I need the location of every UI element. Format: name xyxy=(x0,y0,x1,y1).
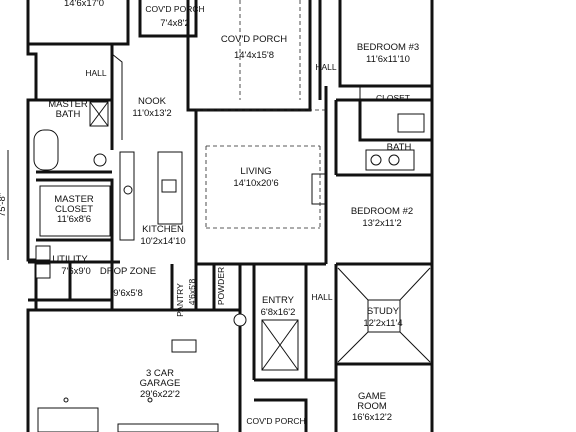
room-dims: 12'2x11'4 xyxy=(363,318,402,329)
room-name: BEDROOM #3 xyxy=(357,42,419,53)
room-dims: 7'4x8'2 xyxy=(160,18,190,29)
kitchen-sink-icon xyxy=(161,179,177,193)
sink-icon xyxy=(370,154,382,166)
interior-details xyxy=(7,53,433,432)
room-dims: 13'2x11'2 xyxy=(362,218,401,229)
dryer-icon xyxy=(35,263,51,279)
washer-icon xyxy=(35,245,51,261)
room-dims: 11'6x8'6 xyxy=(57,214,91,225)
room-dims: 16'6x12'2 xyxy=(352,412,392,423)
room-name: COV'D PORCH xyxy=(145,4,204,14)
room-name: BATH xyxy=(387,142,412,153)
room-name: DROP ZONE xyxy=(100,266,156,277)
room-name: GAME xyxy=(358,391,386,402)
ceiling-lines xyxy=(196,0,326,229)
bathtub-icon xyxy=(397,113,425,133)
room-dims: 11'6x11'10 xyxy=(366,54,410,65)
overall-dimension: 75'-8" xyxy=(0,193,8,217)
room-name: COV'D PORCH xyxy=(221,34,287,45)
room-name: HALL xyxy=(85,68,107,78)
room-name: ROOM xyxy=(357,401,387,412)
fireplace-icon xyxy=(311,173,327,205)
room-name: HALL xyxy=(315,62,337,72)
room-dims: 29'6x22'2 xyxy=(140,389,180,400)
room-name: PANTRY xyxy=(175,283,185,317)
bathtub-icon xyxy=(33,129,59,171)
room-dims: 14'10x20'6 xyxy=(233,178,278,189)
room-name: NOOK xyxy=(138,96,167,107)
room-name: COV'D PORCH xyxy=(246,416,305,426)
room-name: HALL xyxy=(311,292,333,302)
room-dims: 9'6x5'8 xyxy=(113,288,143,299)
room-name: 3 CAR xyxy=(146,368,174,379)
stove-icon xyxy=(123,185,133,195)
room-name: BATH xyxy=(56,109,81,120)
room-name: BEDROOM #2 xyxy=(351,206,413,217)
room-dims: 7'6x9'0 xyxy=(61,266,91,277)
room-name: MASTER xyxy=(48,99,88,110)
room-name: KITCHEN xyxy=(142,224,184,235)
sink-icon xyxy=(388,154,400,166)
room-name: LIVING xyxy=(240,166,271,177)
light-fixture-icon xyxy=(233,313,247,327)
room-name: STUDY xyxy=(367,306,400,317)
room-dims: 4'6x5'8 xyxy=(187,279,197,306)
room-name: MASTER xyxy=(54,194,94,205)
room-name: CLOSET xyxy=(376,93,410,103)
room-labels: 14'6x17'0 COV'D PORCH 7'4x8'2 COV'D PORC… xyxy=(0,0,419,426)
room-name: CLOSET xyxy=(55,204,93,215)
room-dims: 14'4x15'8 xyxy=(234,50,274,61)
room-name: POWDER xyxy=(216,267,226,305)
room-name: UTILITY xyxy=(52,254,88,265)
room-dims: 10'2x14'10 xyxy=(140,236,185,247)
sink-icon xyxy=(93,153,107,167)
room-name: ENTRY xyxy=(262,295,295,306)
room-dims: 6'8x16'2 xyxy=(261,307,296,318)
room-dims: 14'6x17'0 xyxy=(64,0,104,9)
room-name: GARAGE xyxy=(140,378,181,389)
room-dims: 11'0x13'2 xyxy=(132,108,171,119)
